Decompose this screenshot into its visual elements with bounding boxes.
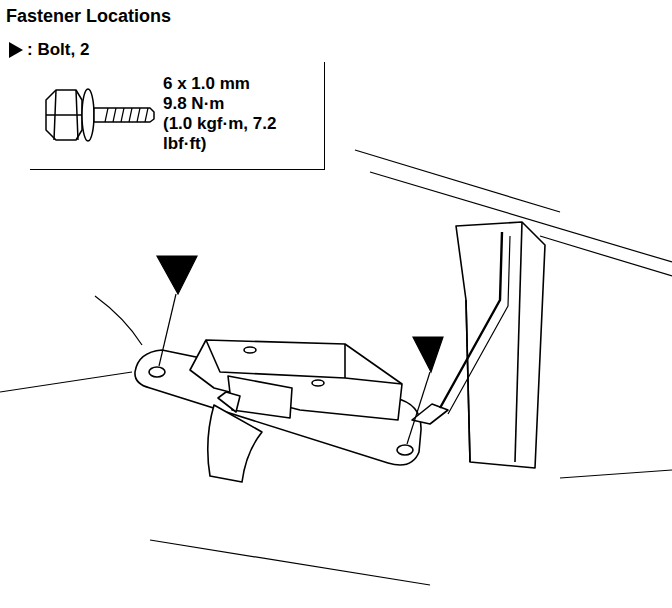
legend-text: : Bolt, 2 [27, 40, 89, 60]
legend-row: : Bolt, 2 [8, 40, 89, 60]
spec-text: 9.8 N·m [163, 94, 281, 114]
bolt-marker-symbol [8, 41, 24, 59]
spec-text: (1.0 kgf·m, 7.2 lbf·ft) [163, 114, 281, 154]
spec-text: 6 x 1.0 mm [163, 74, 281, 94]
diagram-title: Fastener Locations [6, 6, 171, 27]
spec-box: 6 x 1.0 mm9.8 N·m(1.0 kgf·m, 7.2 lbf·ft) [30, 62, 325, 170]
spec-text-group: 6 x 1.0 mm9.8 N·m(1.0 kgf·m, 7.2 lbf·ft) [163, 74, 281, 154]
bolt-icon [38, 82, 158, 152]
